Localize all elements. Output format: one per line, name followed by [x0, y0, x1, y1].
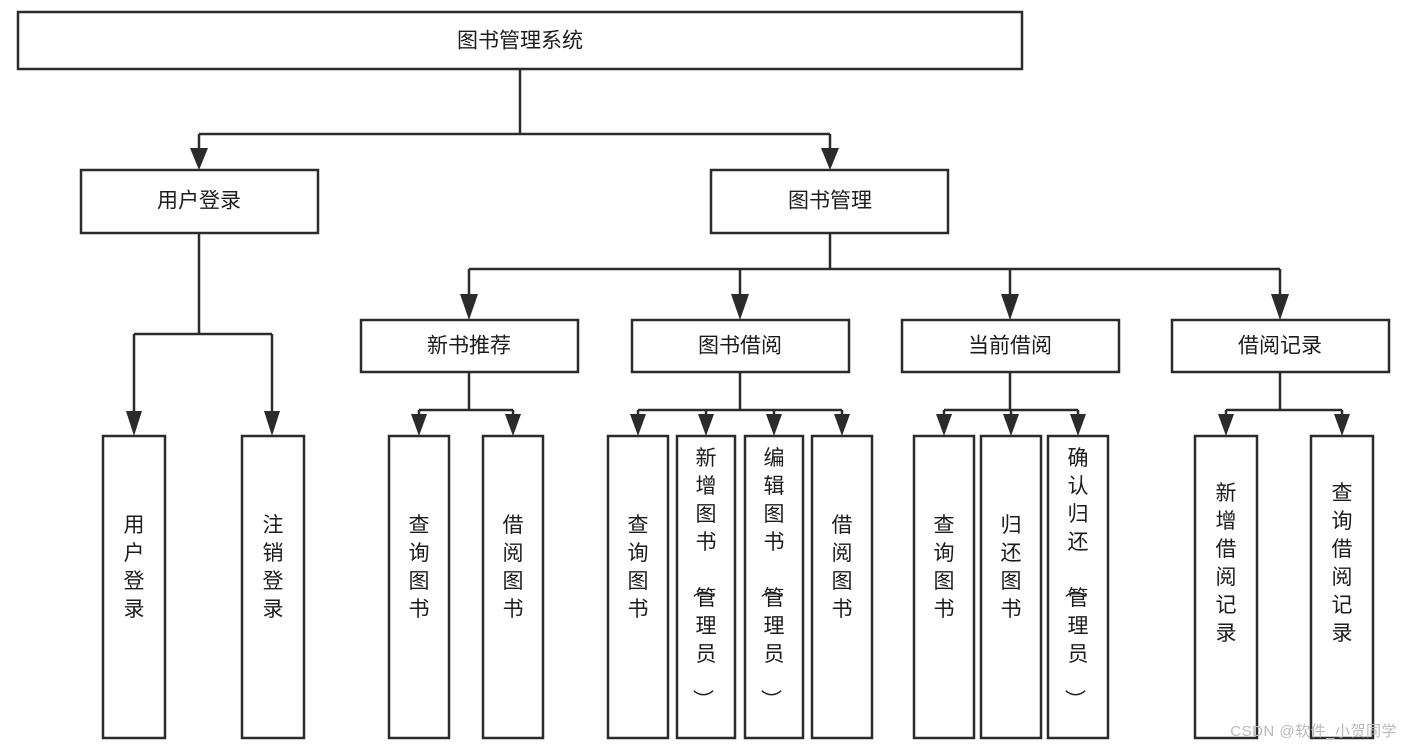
arrow-head-cb-leaf3 — [1070, 414, 1086, 436]
arrow-head-current-borrow — [1001, 294, 1019, 320]
node-book-borrow-label: 图书借阅 — [698, 335, 782, 358]
arrow-head-user-login — [190, 148, 208, 170]
leaf-nb-query-book-label: 查询图书 — [409, 514, 430, 621]
arrow-head-br-leaf1 — [1218, 414, 1234, 436]
leaf-nb-borrow-book[interactable]: 借阅图书 — [481, 434, 545, 740]
arrow-head-cb-leaf1 — [936, 414, 952, 436]
node-borrow-record[interactable]: 借阅记录 — [1170, 318, 1391, 374]
leaf-bb-add-book-admin-label: 新增图书（管理员） — [691, 447, 717, 710]
leaf-br-add-record-label: 新增借阅记录 — [1216, 482, 1237, 645]
node-root-book-management-system[interactable]: 图书管理系统 — [16, 10, 1024, 71]
leaf-br-query-record-label: 查询借阅记录 — [1332, 482, 1353, 645]
leaf-bb-query-book[interactable]: 查询图书 — [606, 434, 670, 740]
node-current-borrow[interactable]: 当前借阅 — [900, 318, 1121, 374]
arrow-head-bb-leaf1 — [630, 414, 646, 436]
leaf-nb-query-book[interactable]: 查询图书 — [387, 434, 451, 740]
leaf-logout-login-label: 注销登录 — [263, 514, 284, 621]
arrow-head-leaf-logout-login — [264, 411, 280, 436]
leaf-cb-query-book[interactable]: 查询图书 — [912, 434, 976, 740]
leaf-bb-edit-book-admin-label: 编辑图书（管理员） — [759, 447, 785, 710]
node-book-management-label: 图书管理 — [788, 190, 872, 213]
node-book-borrow[interactable]: 图书借阅 — [630, 318, 851, 374]
leaf-logout-login[interactable]: 注销登录 — [240, 434, 306, 740]
leaf-cb-confirm-return-admin-label: 确认归还（管理员） — [1063, 447, 1089, 710]
leaf-bb-add-book-admin[interactable]: 新增图书（管理员） — [675, 434, 737, 740]
leaf-bb-query-book-label: 查询图书 — [628, 514, 649, 621]
arrow-head-leaf-user-login — [126, 411, 142, 436]
connector-layer — [126, 69, 1350, 436]
arrow-head-bb-leaf4 — [834, 414, 850, 436]
arrow-head-br-leaf2 — [1334, 414, 1350, 436]
arrow-head-borrow-record — [1271, 294, 1289, 320]
node-new-book-recommend[interactable]: 新书推荐 — [359, 318, 580, 374]
arrow-head-nb-leaf2 — [505, 414, 521, 436]
leaf-user-login[interactable]: 用户登录 — [101, 434, 167, 740]
node-new-book-recommend-label: 新书推荐 — [427, 335, 511, 358]
leaf-cb-query-book-label: 查询图书 — [934, 514, 955, 621]
node-root-label: 图书管理系统 — [457, 30, 583, 53]
node-borrow-record-label: 借阅记录 — [1238, 335, 1322, 358]
leaf-br-add-record[interactable]: 新增借阅记录 — [1193, 434, 1259, 740]
csdn-watermark: CSDN @软件_小贺同学 — [1230, 723, 1397, 740]
arrow-head-nb-leaf1 — [411, 414, 427, 436]
arrow-head-bb-leaf2 — [698, 414, 714, 436]
node-user-login-label: 用户登录 — [157, 190, 241, 213]
node-current-borrow-label: 当前借阅 — [968, 335, 1052, 358]
leaf-cb-confirm-return-admin[interactable]: 确认归还（管理员） — [1046, 434, 1110, 740]
arrow-head-bb-leaf3 — [766, 414, 782, 436]
leaf-cb-return-book[interactable]: 归还图书 — [979, 434, 1043, 740]
leaf-bb-borrow-book[interactable]: 借阅图书 — [810, 434, 874, 740]
arrow-head-book-mgmt — [821, 148, 839, 170]
arrow-head-cb-leaf2 — [1003, 414, 1019, 436]
node-book-management[interactable]: 图书管理 — [709, 168, 950, 235]
leaf-nb-borrow-book-label: 借阅图书 — [503, 514, 524, 621]
leaf-br-query-record[interactable]: 查询借阅记录 — [1309, 434, 1375, 740]
leaf-bb-borrow-book-label: 借阅图书 — [832, 514, 853, 621]
node-user-login[interactable]: 用户登录 — [79, 168, 320, 235]
arrow-head-new-book-recommend — [460, 294, 478, 320]
arrow-head-book-borrow — [731, 294, 749, 320]
leaf-cb-return-book-label: 归还图书 — [1001, 514, 1022, 621]
leaf-bb-edit-book-admin[interactable]: 编辑图书（管理员） — [743, 434, 805, 740]
leaf-user-login-label: 用户登录 — [124, 514, 145, 621]
